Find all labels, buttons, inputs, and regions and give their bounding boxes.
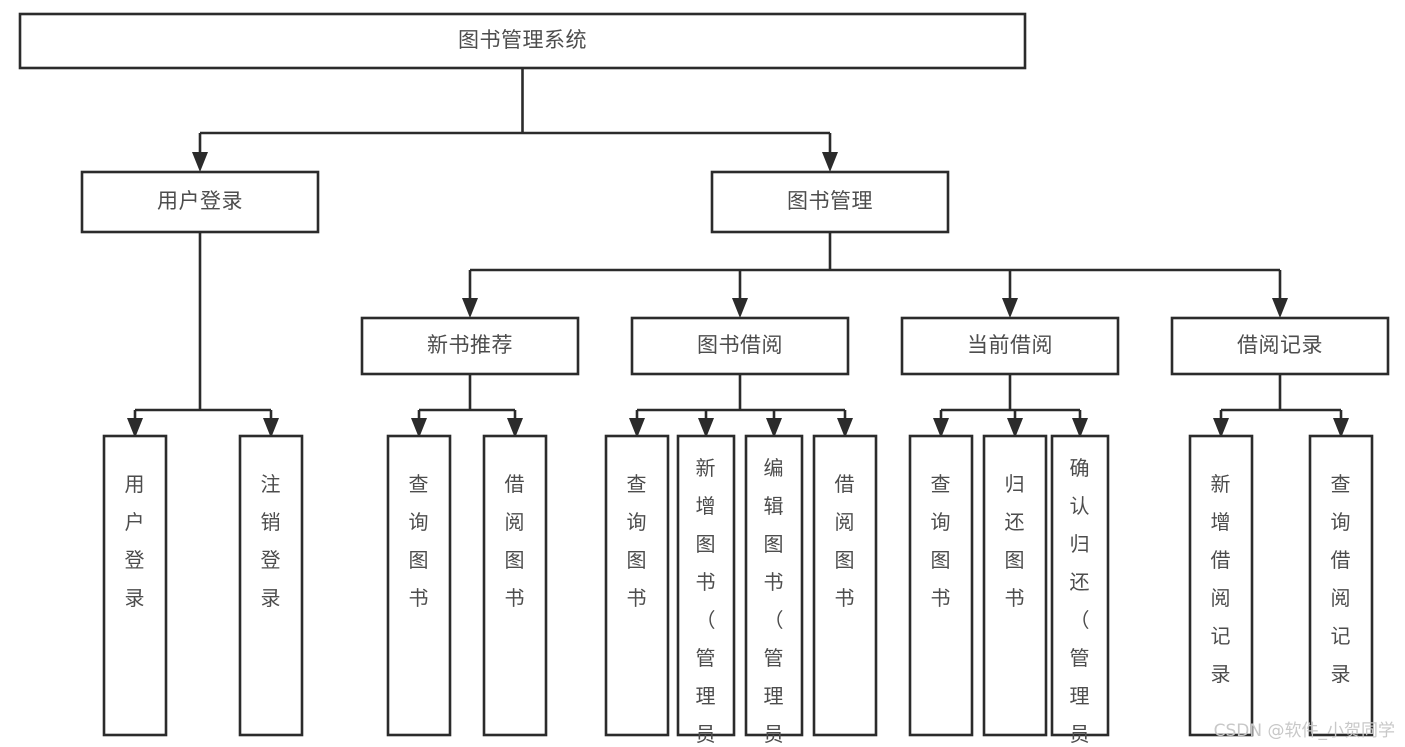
arrow-head-icon <box>1007 418 1023 438</box>
node-box <box>102 434 168 737</box>
node-label: 借阅记录 <box>1237 333 1323 357</box>
node-level3-0[interactable]: 新书推荐 <box>360 316 580 376</box>
node-leaf-2[interactable]: 查询图书 <box>386 434 452 737</box>
node-label: 用户登录 <box>157 189 243 213</box>
node-leaf-7[interactable]: 借阅图书 <box>812 434 878 737</box>
arrow-head-icon <box>766 418 782 438</box>
node-level3-1[interactable]: 图书借阅 <box>630 316 850 376</box>
node-box <box>630 316 850 376</box>
node-label: 归还图书 <box>1005 472 1026 610</box>
node-label: 编辑图书（管理员） <box>764 456 785 747</box>
node-leaf-0[interactable]: 用户登录 <box>102 434 168 737</box>
node-box <box>482 434 548 737</box>
node-label: 确认归还（管理员） <box>1070 456 1091 747</box>
arrow-head-icon <box>698 418 714 438</box>
node-label: 图书管理 <box>787 189 873 213</box>
arrow-head-icon <box>462 298 478 318</box>
node-label: 查询图书 <box>627 472 648 610</box>
arrow-head-icon <box>629 418 645 438</box>
node-leaf-10[interactable]: 确认归还（管理员） <box>1050 434 1110 747</box>
node-box <box>908 434 974 737</box>
arrow-head-icon <box>732 298 748 318</box>
node-label: 图书借阅 <box>697 333 783 357</box>
arrow-head-icon <box>411 418 427 438</box>
arrow-head-icon <box>837 418 853 438</box>
node-box <box>386 434 452 737</box>
arrow-head-icon <box>1213 418 1229 438</box>
node-label: 查询图书 <box>931 472 952 610</box>
node-label: 新书推荐 <box>427 333 513 357</box>
node-label: 查询借阅记录 <box>1331 472 1352 686</box>
node-box <box>676 434 736 737</box>
arrow-head-icon <box>822 152 838 172</box>
node-label: 用户登录 <box>125 472 146 610</box>
node-leaf-9[interactable]: 归还图书 <box>982 434 1048 737</box>
node-box <box>982 434 1048 737</box>
node-box <box>238 434 304 737</box>
node-box <box>1188 434 1254 737</box>
arrow-head-icon <box>1333 418 1349 438</box>
node-level3-2[interactable]: 当前借阅 <box>900 316 1120 376</box>
node-root-0[interactable]: 图书管理系统 <box>18 12 1027 70</box>
node-leaf-11[interactable]: 新增借阅记录 <box>1188 434 1254 737</box>
arrow-head-icon <box>507 418 523 438</box>
node-label: 当前借阅 <box>967 333 1053 357</box>
node-box <box>900 316 1120 376</box>
arrow-head-icon <box>192 152 208 172</box>
node-leaf-12[interactable]: 查询借阅记录 <box>1308 434 1374 737</box>
node-label: 注销登录 <box>261 472 282 610</box>
nodes-layer: 图书管理系统用户登录图书管理新书推荐图书借阅当前借阅借阅记录用户登录注销登录查询… <box>18 12 1390 747</box>
arrow-head-icon <box>1002 298 1018 318</box>
node-box <box>80 170 320 234</box>
node-label: 借阅图书 <box>505 472 526 610</box>
node-leaf-3[interactable]: 借阅图书 <box>482 434 548 737</box>
arrow-head-icon <box>1272 298 1288 318</box>
arrow-head-icon <box>933 418 949 438</box>
node-label: 查询图书 <box>409 472 430 610</box>
arrow-head-icon <box>263 418 279 438</box>
watermark-label: CSDN @软件_小贺同学 <box>1213 721 1395 741</box>
node-label: 新增借阅记录 <box>1211 472 1232 686</box>
node-box <box>604 434 670 737</box>
node-level2-1[interactable]: 图书管理 <box>710 170 950 234</box>
arrow-head-icon <box>127 418 143 438</box>
node-level3-3[interactable]: 借阅记录 <box>1170 316 1390 376</box>
node-label: 借阅图书 <box>835 472 856 610</box>
node-box <box>1308 434 1374 737</box>
node-box <box>710 170 950 234</box>
node-leaf-6[interactable]: 编辑图书（管理员） <box>744 434 804 747</box>
node-box <box>18 12 1027 70</box>
connectors-layer <box>127 68 1349 438</box>
node-box <box>1170 316 1390 376</box>
node-level2-0[interactable]: 用户登录 <box>80 170 320 234</box>
node-box <box>360 316 580 376</box>
node-box <box>1050 434 1110 737</box>
node-leaf-4[interactable]: 查询图书 <box>604 434 670 737</box>
node-leaf-1[interactable]: 注销登录 <box>238 434 304 737</box>
node-label: 图书管理系统 <box>458 28 587 52</box>
node-box <box>744 434 804 737</box>
node-label: 新增图书（管理员） <box>696 456 717 747</box>
node-leaf-8[interactable]: 查询图书 <box>908 434 974 737</box>
node-box <box>812 434 878 737</box>
node-leaf-5[interactable]: 新增图书（管理员） <box>676 434 736 747</box>
arrow-head-icon <box>1072 418 1088 438</box>
